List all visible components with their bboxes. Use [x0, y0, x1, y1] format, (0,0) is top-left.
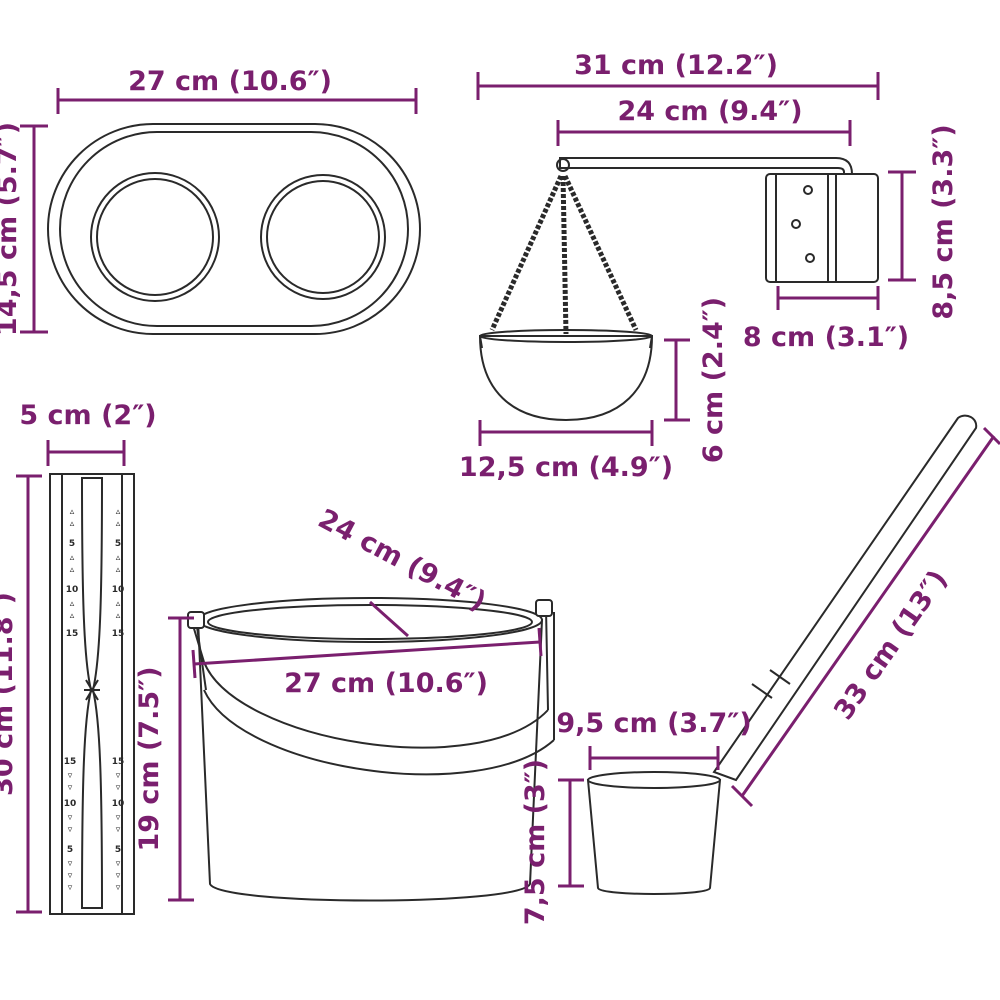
hourglass-mark: 10 [112, 799, 125, 809]
hourglass-mark: 5 [69, 539, 75, 549]
ladle-cup-width-label: 9,5 cm (3.7″) [556, 708, 751, 739]
hourglass-height-dimension: 30 cm (11.8″) [0, 474, 42, 914]
svg-text:▿: ▿ [68, 813, 73, 823]
svg-text:▵: ▵ [70, 519, 75, 529]
hourglass-mark: 15 [112, 757, 125, 767]
svg-text:▿: ▿ [68, 871, 73, 881]
svg-text:▵: ▵ [116, 611, 121, 621]
ladle-cup-width-dimension: 9,5 cm (3.7″) [556, 708, 752, 770]
tray-outer-outline [47, 123, 421, 335]
hourglass-marks-right-bottom: 15 ▿ ▿ 10 ▿ ▿ 5 ▿ ▿ ▿ [112, 757, 125, 893]
bucket-handle-left-lug [187, 611, 205, 629]
wall-bracket [556, 157, 879, 283]
hourglass-mark: 15 [112, 629, 125, 639]
ladle-cup [586, 779, 722, 895]
svg-text:▿: ▿ [116, 883, 121, 893]
ladle-handle [712, 414, 978, 782]
svg-text:▵: ▵ [116, 553, 121, 563]
tray-left-hole-inner [96, 178, 214, 296]
bucket-outer-dimension: 27 cm (10.6″) [191, 627, 543, 699]
bucket-handle-lower [203, 689, 555, 776]
svg-text:▿: ▿ [116, 859, 121, 869]
bracket-arm-dimension: 24 cm (9.4″) [556, 96, 852, 146]
svg-text:▿: ▿ [116, 771, 121, 781]
hanging-bowl-chains [489, 174, 639, 335]
bowl-width-label: 12,5 cm (4.9″) [459, 452, 673, 483]
bucket-handle-upper [203, 661, 549, 749]
hourglass-mark: 5 [115, 539, 121, 549]
tray-width-label: 27 cm (10.6″) [128, 66, 332, 97]
hourglass-height-label: 30 cm (11.8″) [0, 592, 19, 796]
svg-text:▿: ▿ [116, 783, 121, 793]
hourglass-mark: 10 [112, 585, 125, 595]
bucket-height-dimension: 19 cm (7.5″) [134, 616, 194, 902]
svg-text:▵: ▵ [116, 507, 121, 517]
svg-text:▵: ▵ [70, 565, 75, 575]
svg-text:▵: ▵ [70, 599, 75, 609]
hourglass-mark: 5 [67, 845, 73, 855]
svg-text:▿: ▿ [116, 813, 121, 823]
bucket-handle-right-lug [535, 599, 553, 617]
bracket-mount-front [775, 173, 829, 283]
tray-left-hole [90, 172, 220, 302]
svg-text:▿: ▿ [68, 783, 73, 793]
bowl-height-label: 6 cm (2.4″) [698, 297, 729, 463]
tray-right-hole-inner [266, 180, 380, 294]
ladle-cup-height-label: 7,5 cm (3″) [520, 759, 551, 925]
tray-right-hole [260, 174, 386, 300]
bracket-plate-width-label: 8 cm (3.1″) [743, 322, 909, 353]
bowl-width-dimension: 12,5 cm (4.9″) [459, 420, 673, 483]
ladle-length-dimension: 33 cm (13″) [730, 426, 1000, 808]
bracket-hook [556, 158, 570, 172]
bucket-rim-inner [207, 604, 533, 640]
tray-height-label: 14,5 cm (5.7″) [0, 122, 23, 336]
tray-inner-outline [59, 131, 409, 327]
hanging-bowl [478, 329, 654, 422]
svg-text:▵: ▵ [116, 565, 121, 575]
hourglass-marks-right-top: ▵ ▵ 5 ▵ ▵ 10 ▵ ▵ 15 [112, 507, 125, 639]
tray [47, 123, 421, 335]
svg-text:▿: ▿ [68, 859, 73, 869]
bracket-plate-height-dimension: 8,5 cm (3.3″) [888, 124, 959, 320]
svg-text:▿: ▿ [68, 825, 73, 835]
hourglass-mark: 10 [66, 585, 79, 595]
bracket-plate-height-label: 8,5 cm (3.3″) [928, 124, 959, 319]
tray-height-dimension: 14,5 cm (5.7″) [0, 122, 48, 336]
bowl-body [478, 335, 654, 422]
hourglass-mark: 15 [66, 629, 79, 639]
svg-text:▵: ▵ [70, 507, 75, 517]
bucket-height-label: 19 cm (7.5″) [134, 666, 165, 851]
svg-text:▿: ▿ [68, 771, 73, 781]
bucket-body [196, 619, 544, 902]
bowl-height-dimension: 6 cm (2.4″) [664, 297, 729, 463]
svg-text:▿: ▿ [68, 883, 73, 893]
hourglass-width-label: 5 cm (2″) [19, 400, 156, 431]
bracket-plate-width-dimension: 8 cm (3.1″) [743, 286, 909, 353]
hourglass-marks-left-bottom: 15 ▿ ▿ 10 ▿ ▿ 5 ▿ ▿ ▿ [64, 757, 77, 893]
bracket-mount-plate [765, 173, 879, 283]
bracket-total-dimension: 31 cm (12.2″) [476, 50, 880, 100]
svg-text:▵: ▵ [70, 611, 75, 621]
bracket-total-label: 31 cm (12.2″) [574, 50, 778, 81]
svg-text:▵: ▵ [116, 599, 121, 609]
ladle-cup-height-dimension: 7,5 cm (3″) [520, 759, 584, 925]
ladle [586, 414, 978, 895]
svg-text:▿: ▿ [116, 825, 121, 835]
hourglass-width-dimension: 5 cm (2″) [19, 400, 157, 466]
tray-width-dimension: 27 cm (10.6″) [56, 66, 418, 114]
hourglass-mark: 10 [64, 799, 77, 809]
hourglass-mark: 15 [64, 757, 77, 767]
bucket-outer-label: 27 cm (10.6″) [284, 668, 488, 699]
hourglass-marks-left-top: ▵ ▵ 5 ▵ ▵ 10 ▵ ▵ 15 [66, 507, 79, 639]
bucket [187, 597, 555, 902]
bracket-arm-label: 24 cm (9.4″) [617, 96, 802, 127]
hourglass-glass [80, 477, 104, 909]
svg-text:▵: ▵ [70, 553, 75, 563]
svg-text:▵: ▵ [116, 519, 121, 529]
ladle-cup-rim [587, 771, 721, 789]
hourglass: ▵ ▵ 5 ▵ ▵ 10 ▵ ▵ 15 ▵ ▵ 5 ▵ ▵ 10 ▵ ▵ 15 … [49, 473, 135, 915]
svg-text:▿: ▿ [116, 871, 121, 881]
hourglass-mark: 5 [115, 845, 121, 855]
